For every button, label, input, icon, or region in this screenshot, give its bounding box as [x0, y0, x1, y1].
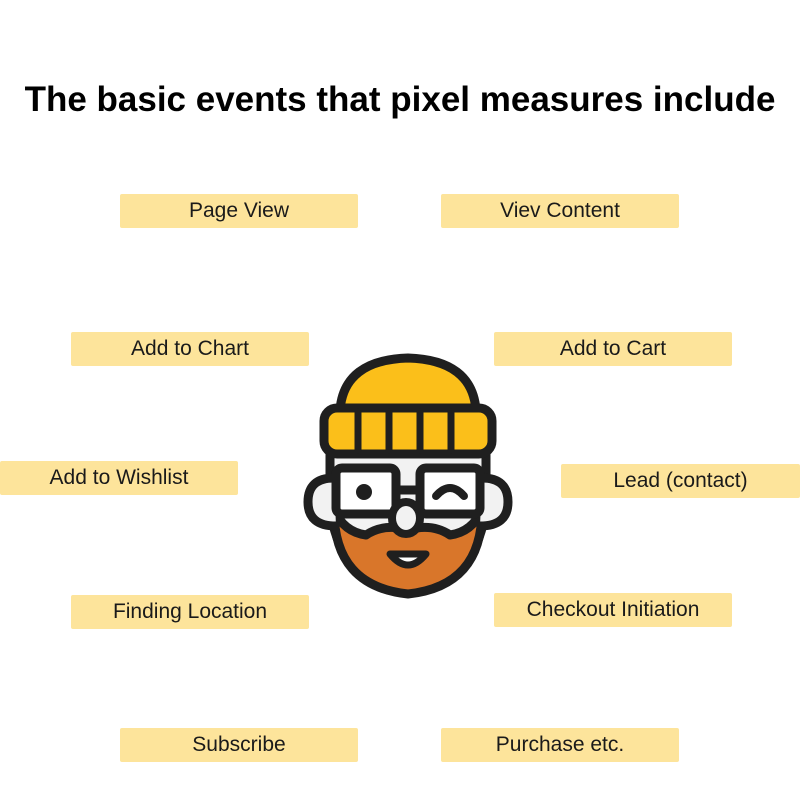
page-title: The basic events that pixel measures inc… [24, 80, 776, 119]
mascot-ear-left [303, 473, 337, 531]
bearded-man-beanie-glasses-icon [303, 353, 513, 599]
event-add-to-cart: Add to Cart [494, 332, 732, 366]
mascot-nose [388, 498, 424, 538]
event-lead-contact: Lead (contact) [561, 464, 800, 498]
event-page-view: Page View [120, 194, 358, 228]
event-add-to-chart: Add to Chart [71, 332, 309, 366]
mascot-eye-right-wink [432, 484, 468, 500]
event-purchase: Purchase etc. [441, 728, 679, 762]
mascot-ear-right [479, 473, 513, 531]
event-view-content: Viev Content [441, 194, 679, 228]
mascot-eye-left [356, 484, 372, 500]
event-finding-location: Finding Location [71, 595, 309, 629]
mascot-beanie-dome [335, 353, 481, 415]
mascot-mouth [386, 550, 430, 569]
event-add-to-wishlist: Add to Wishlist [0, 461, 238, 495]
event-subscribe: Subscribe [120, 728, 358, 762]
event-checkout-initiation: Checkout Initiation [494, 593, 732, 627]
mascot-beanie-band [319, 403, 497, 459]
